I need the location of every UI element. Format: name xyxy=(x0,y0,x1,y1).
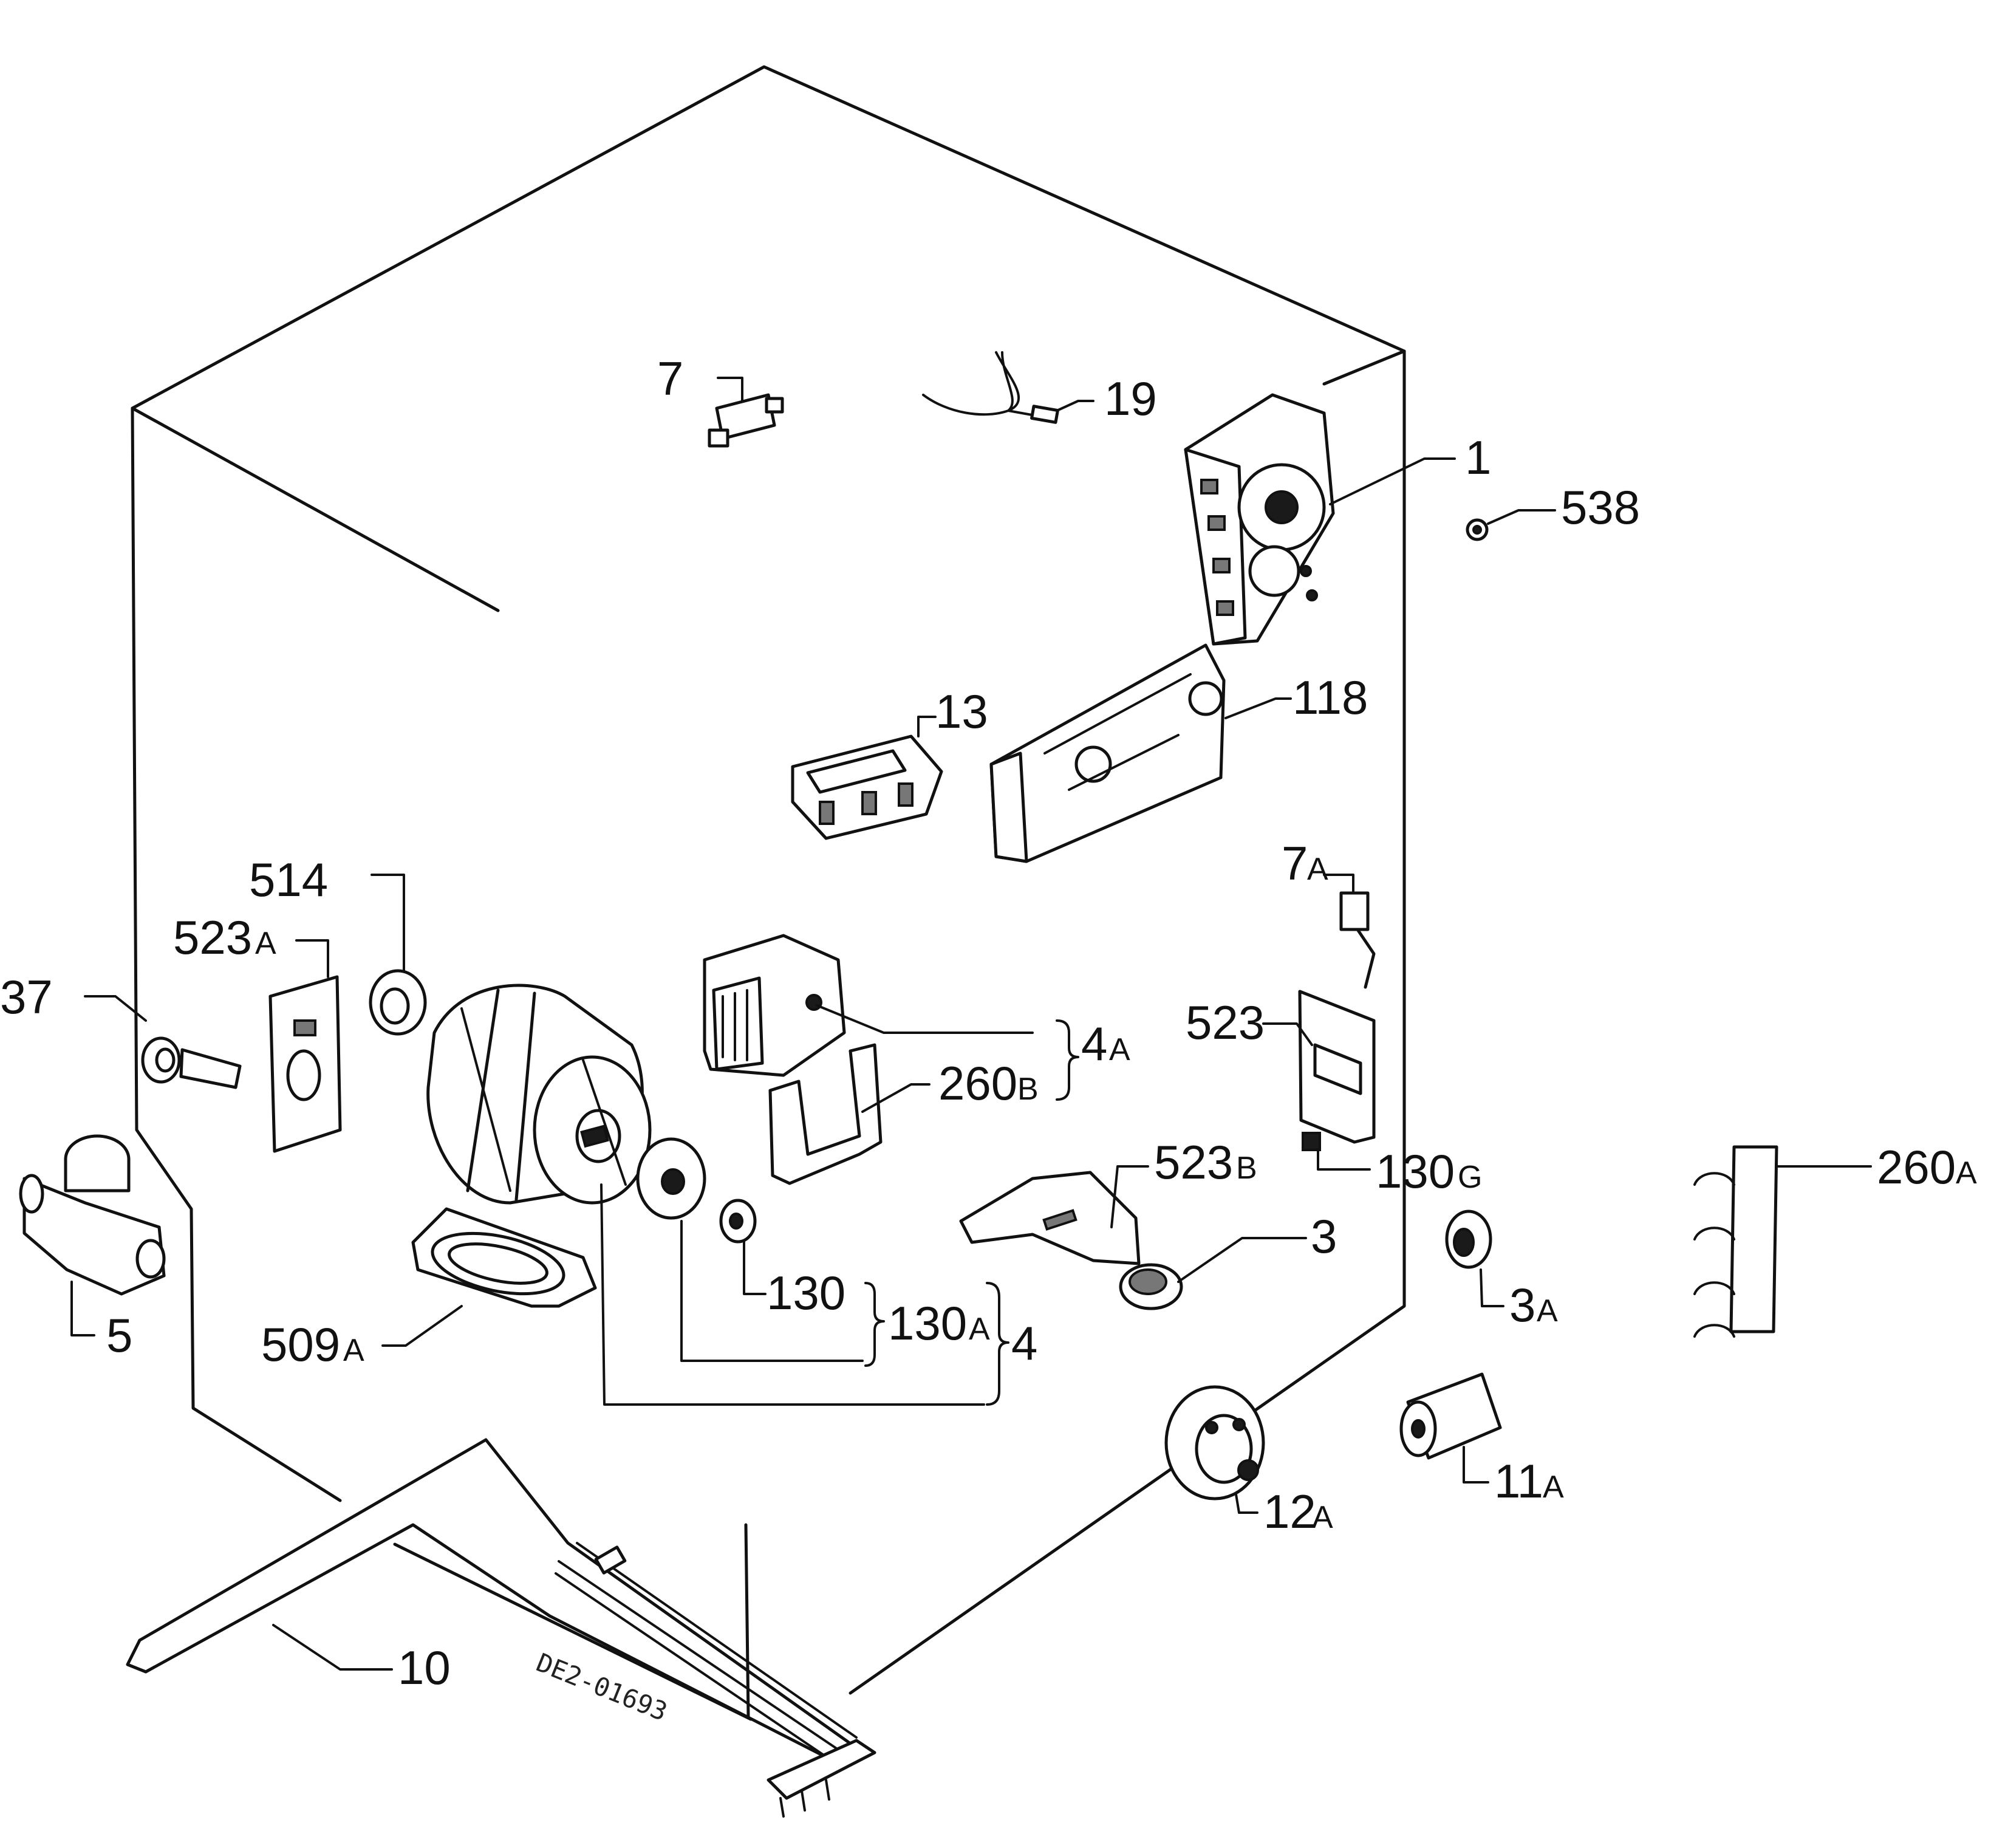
part-260a-clip-rail xyxy=(1693,1145,1872,1338)
label-12a: 12 xyxy=(1263,1485,1316,1538)
part-10-heating-element xyxy=(126,1438,876,1818)
label-19: 19 xyxy=(1104,372,1157,425)
part-1-timer xyxy=(1184,393,1335,646)
part-4-motor xyxy=(426,984,652,1205)
label-7a: 7 xyxy=(1282,837,1308,890)
label-130a-suffix: A xyxy=(969,1312,990,1347)
label-10: 10 xyxy=(398,1641,451,1694)
part-523-lock xyxy=(1262,990,1376,1151)
brace-4 xyxy=(986,1282,1009,1406)
brace-4a xyxy=(1056,1019,1079,1101)
part-509a-gasket xyxy=(381,1207,597,1347)
label-509a: 509 xyxy=(261,1318,340,1371)
label-3: 3 xyxy=(1311,1210,1337,1263)
label-3a-suffix: A xyxy=(1537,1293,1558,1329)
label-514: 514 xyxy=(249,853,328,906)
label-130a: 130 xyxy=(888,1296,967,1350)
leader-130g xyxy=(1317,1148,1371,1171)
label-4a: 4 xyxy=(1081,1017,1107,1070)
part-523b-bracket xyxy=(959,1165,1149,1265)
part-4a-pump-motor xyxy=(703,934,1034,1077)
part-130a-impeller xyxy=(636,1137,864,1362)
label-523a: 523 xyxy=(173,911,252,964)
label-130: 130 xyxy=(767,1266,845,1319)
label-1: 1 xyxy=(1465,431,1491,484)
label-11a: 11 xyxy=(1494,1454,1543,1508)
part-3-thermostat xyxy=(1119,1237,1307,1310)
part-523a-cover xyxy=(268,939,342,1153)
label-5: 5 xyxy=(106,1309,132,1362)
leader-118 xyxy=(1224,697,1292,719)
label-130g-suffix: G xyxy=(1458,1160,1482,1195)
part-538-screw xyxy=(1466,509,1556,541)
part-12a-pump xyxy=(1164,1385,1265,1514)
label-260b: 260 xyxy=(938,1056,1017,1110)
label-4a-suffix: A xyxy=(1109,1032,1130,1067)
brace-130a xyxy=(864,1282,885,1367)
part-3a-thermostat xyxy=(1445,1210,1504,1307)
label-130g: 130 xyxy=(1376,1145,1455,1198)
label-260b-suffix: B xyxy=(1017,1072,1039,1107)
label-118: 118 xyxy=(1293,671,1368,724)
label-7: 7 xyxy=(657,352,683,405)
label-509a-suffix: A xyxy=(343,1333,364,1368)
label-4: 4 xyxy=(1011,1316,1037,1370)
part-118-dispenser xyxy=(989,643,1226,863)
part-260b-bracket xyxy=(768,1043,931,1185)
label-12a-suffix: A xyxy=(1312,1500,1333,1535)
part-11a-capacitor xyxy=(1399,1372,1502,1484)
label-260a: 260 xyxy=(1877,1140,1956,1194)
leader-1 xyxy=(1329,457,1456,505)
part-130-cap xyxy=(719,1199,767,1295)
label-260a-suffix: A xyxy=(1956,1155,1977,1191)
label-523b: 523 xyxy=(1154,1135,1233,1189)
label-37: 37 xyxy=(0,970,53,1024)
label-523a-suffix: A xyxy=(255,926,276,961)
part-13-switch-block xyxy=(791,716,943,840)
label-13: 13 xyxy=(935,685,988,738)
part-7a-microswitch xyxy=(1323,874,1376,989)
drawing-number-stamp: DE2-01693 xyxy=(532,1648,671,1727)
label-7a-suffix: A xyxy=(1307,852,1328,887)
label-538: 538 xyxy=(1561,481,1640,534)
part-5-inlet-valve xyxy=(19,1134,166,1336)
part-7-switch xyxy=(708,377,784,448)
label-3a: 3 xyxy=(1509,1278,1535,1332)
leader-4 xyxy=(600,1183,985,1406)
label-11a-suffix: A xyxy=(1543,1470,1564,1505)
part-514-ring xyxy=(369,874,427,1036)
label-523b-suffix: B xyxy=(1236,1151,1257,1186)
part-37-connector xyxy=(84,995,242,1089)
part-19-wire xyxy=(922,351,1094,424)
label-523: 523 xyxy=(1186,996,1265,1049)
